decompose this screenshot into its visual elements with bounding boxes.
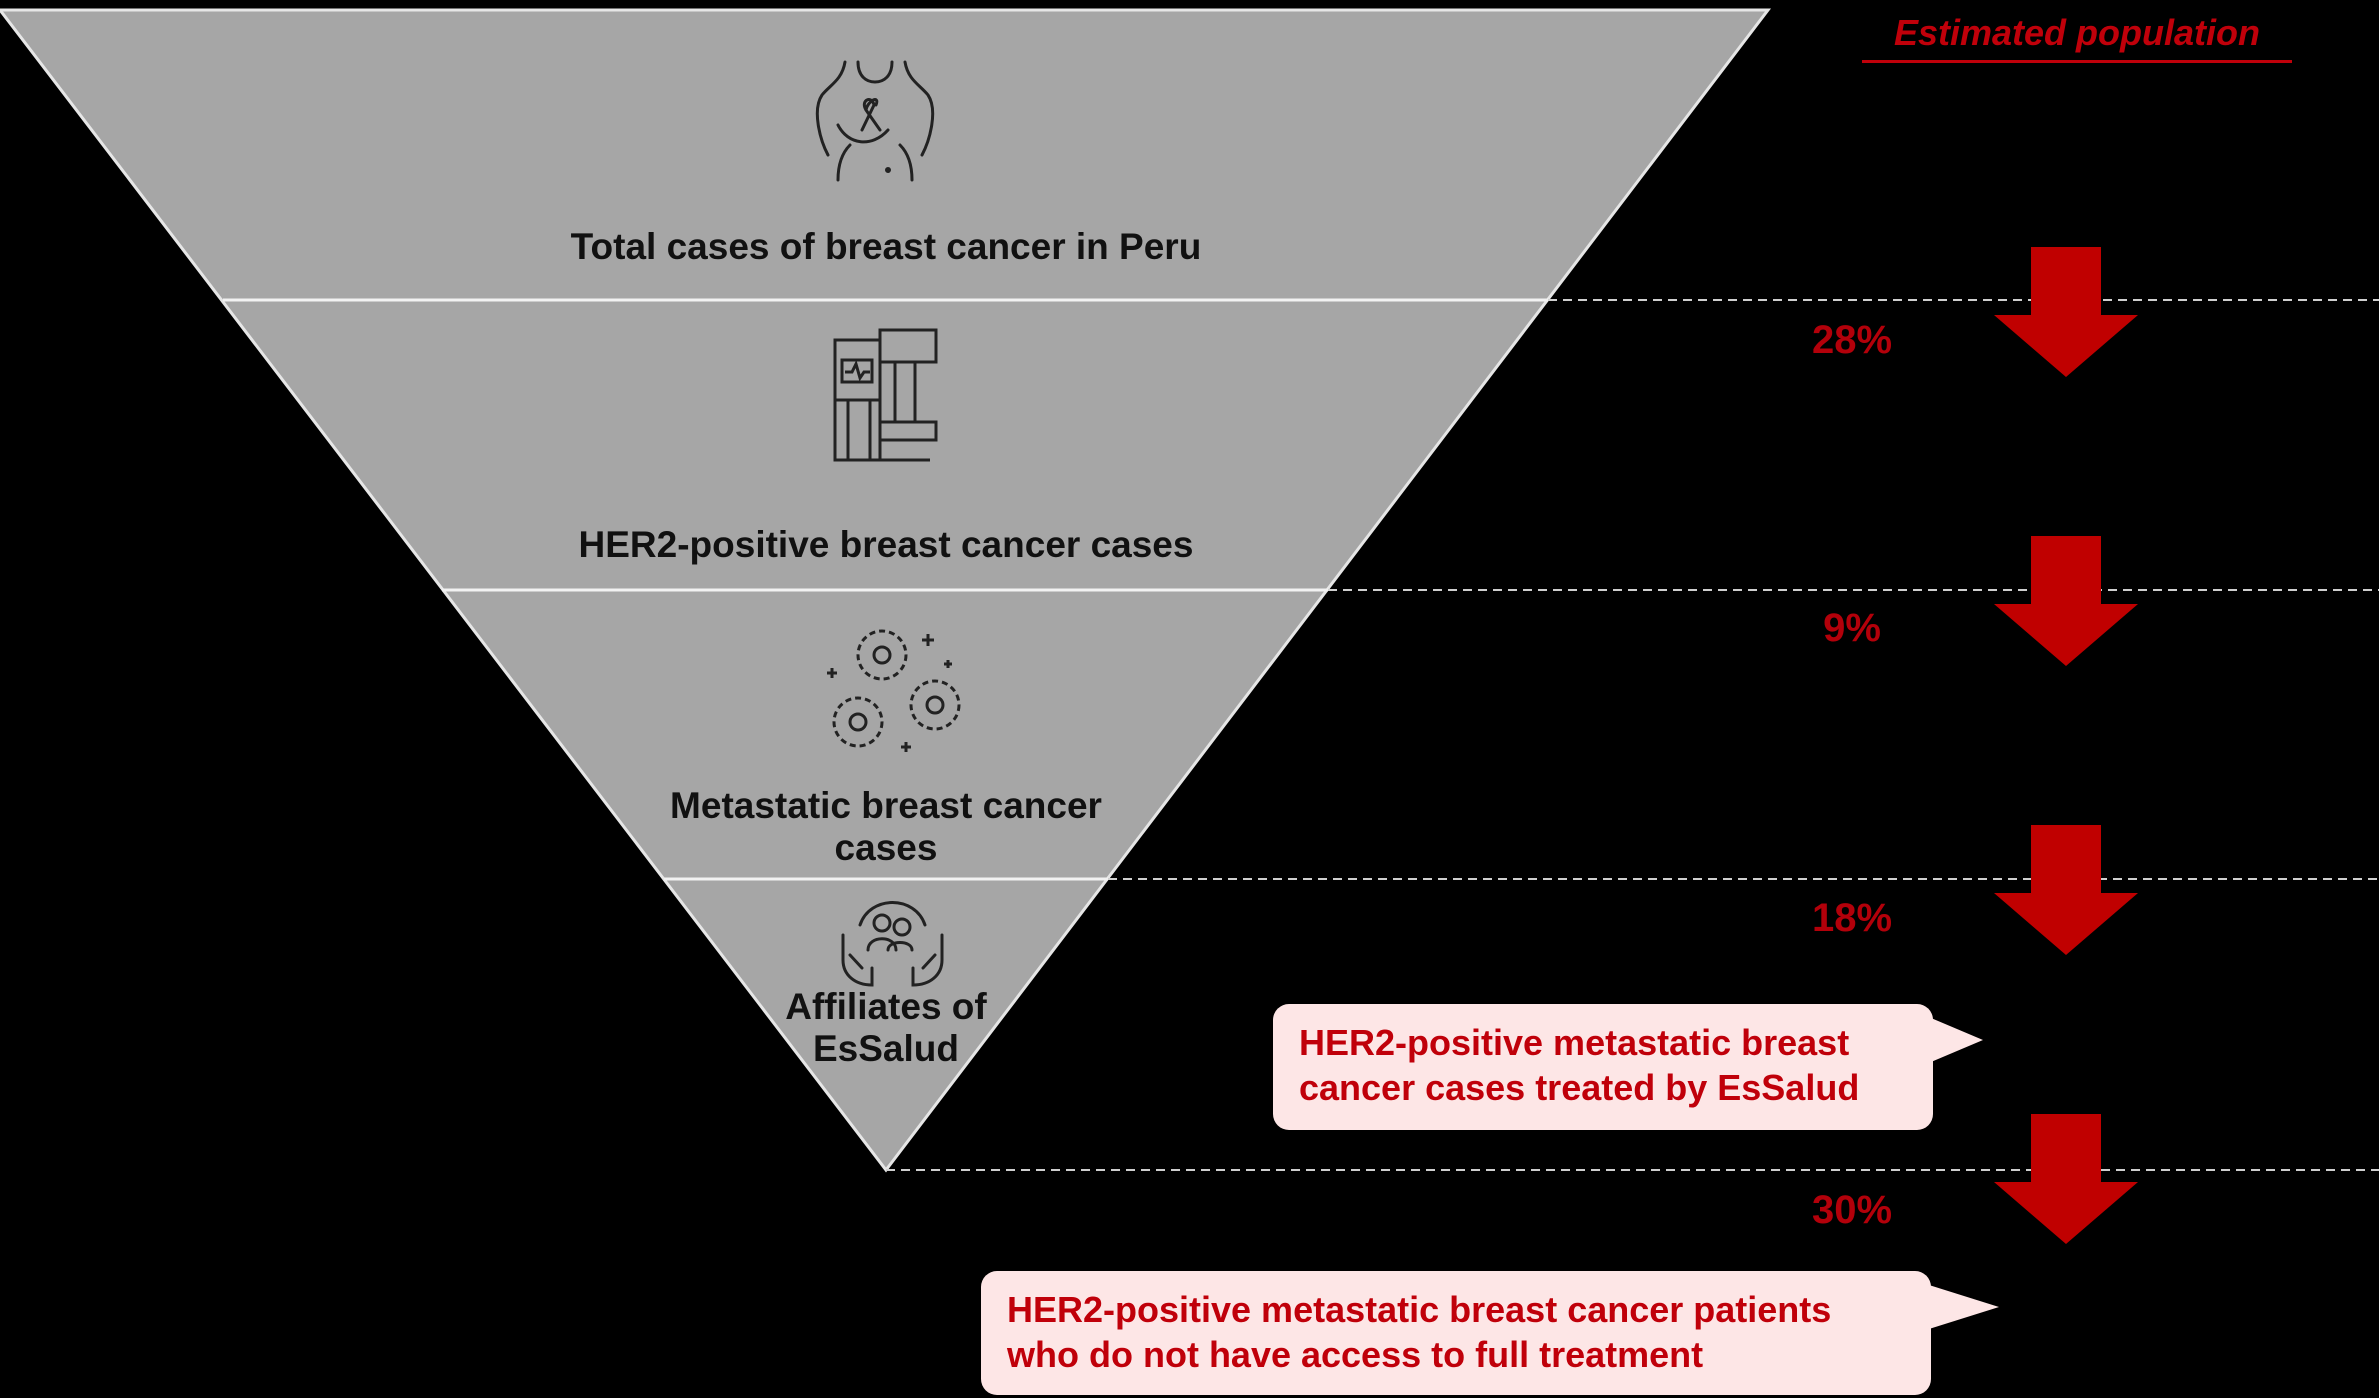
funnel-label-her2: HER2-positive breast cancer cases: [578, 524, 1194, 565]
step-percent-4: 30%: [1811, 1188, 1893, 1232]
funnel-label-affiliates: Affiliates of EsSalud: [736, 986, 1036, 1070]
down-arrow-icon: [1994, 1114, 2138, 1244]
callout-no-access: HER2-positive metastatic breast cancer p…: [981, 1271, 1999, 1395]
callout-no-access-line1: HER2-positive metastatic breast cancer p…: [1007, 1289, 1832, 1330]
funnel-label-metastatic-line2: cases: [834, 827, 938, 868]
funnel-label-total: Total cases of breast cancer in Peru: [570, 226, 1202, 267]
callout-no-access-line2: who do not have access to full treatment: [1007, 1334, 1704, 1375]
breast-cancer-ribbon-icon: [815, 60, 935, 182]
header-underline: [1862, 60, 2292, 63]
callout-treated-line1: HER2-positive metastatic breast: [1299, 1022, 1850, 1063]
funnel-label-affiliates-line1: Affiliates of: [785, 986, 987, 1027]
funnel-label-affiliates-line2: EsSalud: [813, 1028, 959, 1069]
cancer-cells-icon: [827, 629, 961, 752]
callout-treated: HER2-positive metastatic breast cancer c…: [1273, 1004, 1983, 1130]
mammography-machine-icon: [833, 328, 938, 462]
callout-treated-line2: cancer cases treated by EsSalud: [1299, 1067, 1860, 1108]
funnel-label-metastatic-line1: Metastatic breast cancer: [670, 785, 1102, 826]
down-arrow-icon: [1994, 536, 2138, 666]
estimated-population-header: Estimated population: [1893, 12, 2260, 53]
callout-tail: [1929, 1285, 1999, 1329]
step-percent-3: 18%: [1811, 896, 1893, 940]
step-percent-2: 9%: [1823, 606, 1881, 650]
callout-tail: [1931, 1018, 1983, 1062]
down-arrow-icon: [1994, 247, 2138, 377]
down-arrow-icon: [1994, 825, 2138, 955]
funnel-label-metastatic: Metastatic breast cancer cases: [576, 785, 1196, 869]
care-hands-people-icon: [841, 901, 944, 987]
step-percent-1: 28%: [1811, 318, 1893, 362]
